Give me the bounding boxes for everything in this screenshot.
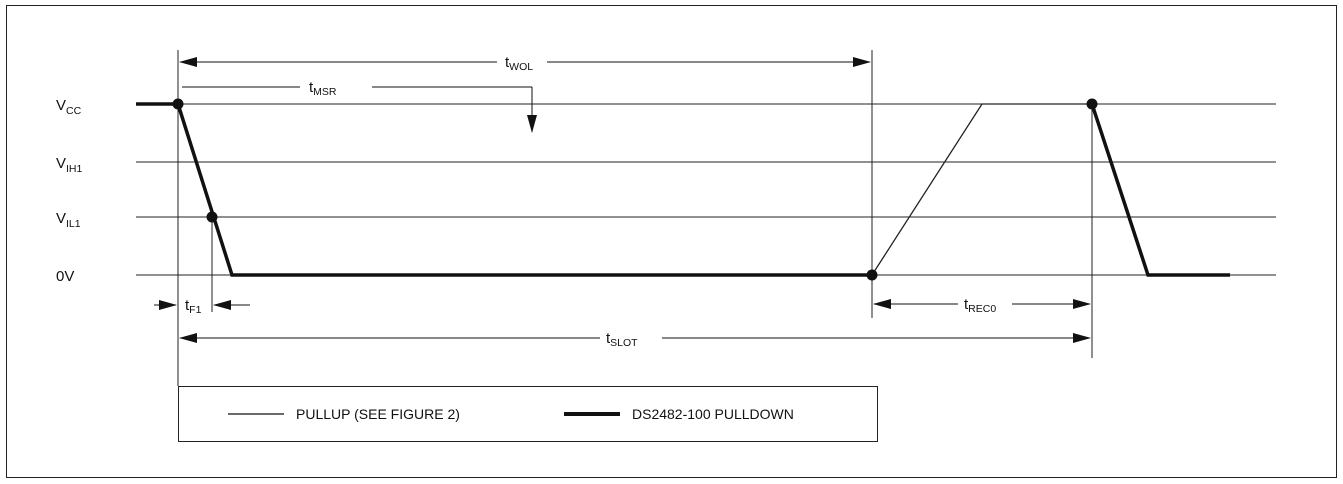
tslot-label: tSLOT [606, 330, 638, 349]
vil1-label: VIL1 [56, 210, 81, 230]
pulldown-waveform-end [1090, 103, 1230, 277]
pulldown-waveform [136, 102, 872, 277]
vil1-cross-dot [206, 211, 218, 223]
pullup-waveform [871, 103, 1092, 276]
twol-label: tWOL [505, 54, 533, 73]
treco-label: tREC0 [964, 296, 996, 315]
vcc-end-dot [1086, 98, 1098, 110]
vcc-label: VCC [56, 97, 82, 117]
release-dot [866, 269, 878, 281]
vih1-label: VIH1 [56, 155, 83, 175]
legend: PULLUP (SEE FIGURE 2) DS2482-100 PULLDOW… [178, 386, 878, 442]
diagram-frame [6, 5, 1337, 478]
tmsr-label: tMSR [309, 79, 337, 98]
legend-pullup-label: PULLUP (SEE FIGURE 2) [296, 406, 460, 422]
zero-volt-label: 0V [56, 268, 74, 285]
tf1-label: tF1 [185, 297, 202, 316]
legend-box [178, 386, 878, 442]
vcc-start-dot [172, 98, 184, 110]
legend-pulldown-label: DS2482-100 PULLDOWN [632, 406, 794, 422]
